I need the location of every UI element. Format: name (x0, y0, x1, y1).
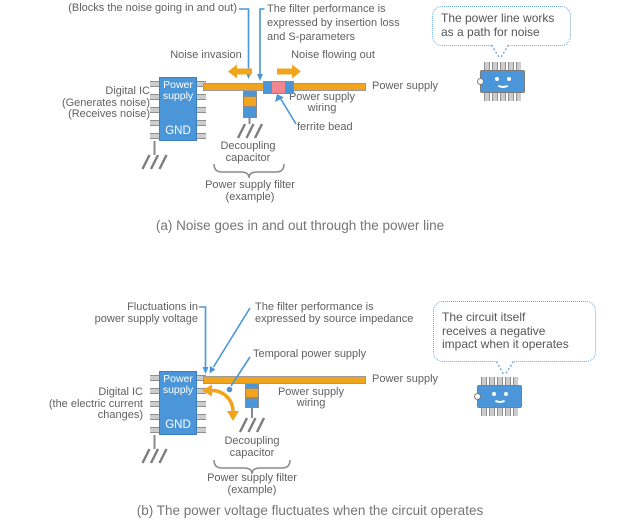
bead-segment (272, 82, 285, 93)
callout-line-fluctuations (199, 306, 207, 367)
chip-pins-top-icon (481, 377, 518, 385)
callout-line-impedance (212, 307, 251, 368)
power-supply-label-a: Power supply (372, 80, 439, 92)
note-filter-performance-a: The filter performance is expressed by i… (267, 3, 400, 43)
ground-icon (236, 123, 264, 139)
capacitor-segment (243, 107, 257, 118)
filter-example-label-a: Power supply filter (example) (205, 179, 295, 203)
bubble-tail-b (495, 361, 515, 376)
digital-ic-label-a: Digital IC (Generates noise) (Receives n… (61, 85, 150, 120)
callout-dot (226, 386, 233, 393)
ic-gnd-label: GND (165, 125, 191, 137)
speech-bubble-a: The power line works as a path for noise (432, 6, 571, 46)
capacitor-segment (245, 398, 259, 408)
decap-label-a: Decoupling capacitor (220, 140, 276, 164)
chip-smiley-icon-a (477, 62, 525, 101)
chip-eye (504, 392, 508, 396)
ic-body: Power supply GND (159, 371, 197, 435)
note-blocks-noise: (Blocks the noise going in and out) (68, 2, 237, 14)
chip-eye (507, 77, 511, 81)
ground-icon (141, 154, 168, 170)
caption-b: (b) The power voltage fluctuates when th… (136, 503, 484, 518)
chip-smile (493, 394, 507, 403)
ic-power-supply-label: Power supply (162, 373, 194, 396)
chip-notch (474, 393, 481, 400)
callout-arrowhead (209, 366, 216, 374)
caption-a: (a) Noise goes in and out through the po… (155, 218, 445, 233)
ground-icon (238, 417, 266, 433)
chip-pins-top-icon (484, 62, 521, 70)
ferrite-bead-a (263, 81, 294, 94)
chip-notch (477, 78, 484, 85)
callout-arrowhead (257, 74, 263, 81)
bead-segment (264, 82, 272, 93)
ic-pins-left-icon (150, 81, 159, 139)
chip-eye (492, 392, 496, 396)
power-line-b (203, 376, 366, 384)
callout-arrowhead (245, 72, 252, 79)
chip-smile (496, 79, 510, 88)
callout-line-filter-a (259, 8, 265, 74)
note-fluctuations: Fluctuations in power supply voltage (94, 301, 198, 325)
ic-power-supply-label: Power supply (162, 79, 194, 102)
noise-flowing-out-label: Noise flowing out (291, 49, 375, 61)
arc-arrowhead-down (227, 411, 239, 421)
ic-pins-right-icon (197, 375, 206, 433)
capacitor-segment (243, 96, 257, 107)
callout-line-blocks (239, 8, 250, 72)
chip-eye (495, 77, 499, 81)
ground-icon (141, 448, 168, 464)
brace-a (213, 163, 285, 179)
noise-invasion-label: Noise invasion (170, 49, 242, 61)
speech-bubble-b: The circuit itself receives a negative i… (433, 301, 596, 362)
wiring-label-a: Power supply wiring (288, 91, 356, 114)
digital-ic-label-b: Digital IC (the electric current changes… (48, 386, 143, 421)
chip-smiley-icon-b (474, 377, 522, 416)
chip-face (477, 70, 525, 93)
note-temporal-power-supply: Temporal power supply (253, 348, 367, 360)
current-flow-arc-icon (211, 388, 235, 412)
ic-body: Power supply GND (159, 77, 197, 141)
chip-pins-bottom-icon (481, 408, 518, 416)
ic-pins-left-icon (150, 375, 159, 433)
digital-ic-b: Power supply GND (150, 371, 206, 435)
note-filter-performance-b: The filter performance is expressed by s… (255, 301, 414, 325)
capacitor-segment (245, 388, 259, 398)
chip-pins-bottom-icon (484, 93, 521, 101)
ic-pins-right-icon (197, 81, 206, 139)
decap-label-b: Decoupling capacitor (224, 435, 280, 459)
chip-face (474, 385, 522, 408)
ic-gnd-label: GND (165, 419, 191, 431)
power-supply-label-b: Power supply (372, 373, 439, 385)
bubble-tail-a (490, 44, 510, 59)
noise-invasion-arrow-icon (228, 64, 252, 79)
wiring-label-b: Power supply wiring (277, 386, 345, 409)
bead-segment (285, 82, 293, 93)
ferrite-bead-label: ferrite bead (297, 121, 353, 133)
filter-example-label-b: Power supply filter (example) (207, 472, 297, 496)
digital-ic-a: Power supply GND (150, 77, 206, 141)
noise-flowing-out-arrow-icon (277, 64, 301, 79)
